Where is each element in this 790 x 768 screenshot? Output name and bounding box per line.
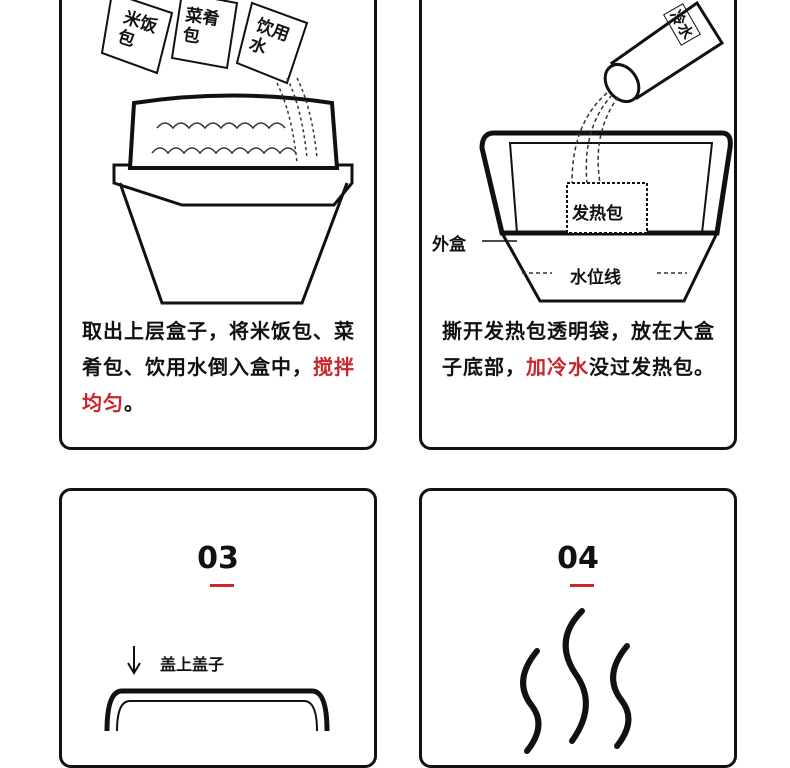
step-4-panel: 04: [419, 488, 737, 768]
dish-packet-label: 菜肴包: [181, 5, 221, 48]
water-line-label: 水位线: [570, 268, 621, 288]
step-3-illustration: [104, 646, 330, 732]
desc-text: 取出上层盒子，将米饭包、菜肴包、饮用水倒入盒中，: [82, 319, 355, 379]
desc-text: 。: [124, 391, 145, 415]
step-1-panel: 米饭包 菜肴包 饮用水 取出上层盒子，将米饭包、菜肴包、饮用水倒入盒中，搅拌均匀…: [59, 0, 377, 450]
step-number: 03: [197, 541, 239, 576]
step-2-panel: 冷水 发热包 外盒 水位线 撕开发热包透明袋，放在大盒子底部，加冷水没过发热包。: [419, 0, 737, 450]
desc-text: 撕开发热包透明袋，放在大盒子底部，: [442, 319, 715, 379]
desc-highlight: 搅拌均匀: [82, 355, 355, 415]
lid-label: 盖上盖子: [160, 655, 225, 674]
heat-pack-label: 发热包: [572, 204, 623, 224]
step-number-underline: [210, 584, 234, 587]
desc-text: 没过发热包。: [589, 355, 715, 379]
step-number-underline: [570, 584, 594, 587]
outer-box-label: 外盒: [432, 235, 466, 255]
step-number: 04: [557, 541, 599, 576]
step-2-illustration: [479, 0, 733, 303]
step-3-panel: 03 盖上盖子: [59, 488, 377, 768]
step-1-illustration: [100, 0, 354, 305]
steam-icon: [520, 608, 632, 754]
down-arrow-icon: [127, 646, 141, 675]
step-1-description: 取出上层盒子，将米饭包、菜肴包、饮用水倒入盒中，搅拌均匀。: [82, 313, 372, 421]
desc-highlight: 加冷水: [526, 355, 589, 379]
step-2-description: 撕开发热包透明袋，放在大盒子底部，加冷水没过发热包。: [442, 313, 732, 385]
